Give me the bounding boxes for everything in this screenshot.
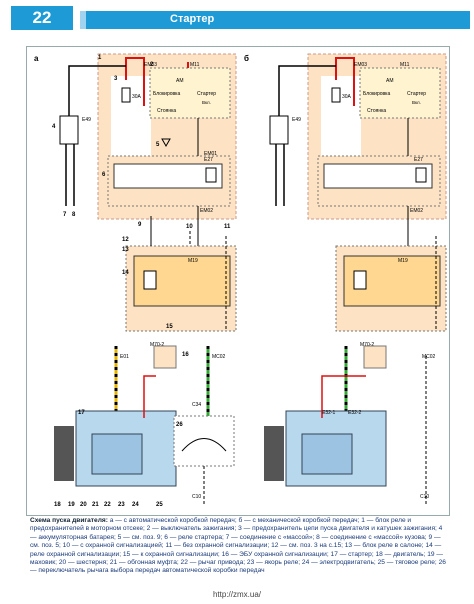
svg-text:12: 12 (122, 237, 129, 243)
svg-text:Вкл.: Вкл. (202, 100, 211, 105)
svg-text:E27: E27 (204, 157, 213, 163)
svg-text:Стартер: Стартер (407, 91, 426, 97)
svg-text:21: 21 (92, 502, 99, 508)
svg-text:M11: M11 (190, 62, 200, 68)
svg-text:Блокировка: Блокировка (153, 91, 180, 97)
svg-text:16: 16 (182, 352, 189, 358)
svg-text:Стоянка: Стоянка (367, 108, 386, 114)
ignition-switch-2 (149, 67, 231, 119)
svg-text:30A: 30A (132, 94, 142, 100)
svg-text:14: 14 (122, 270, 129, 276)
svg-text:24: 24 (132, 502, 139, 508)
svg-text:23: 23 (118, 502, 125, 508)
wiring-diagram: а AM Блокировка Стартер Вкл. Стоянка EM0… (34, 53, 447, 508)
svg-text:1: 1 (98, 55, 102, 61)
svg-text:25: 25 (156, 502, 163, 508)
svg-text:C10: C10 (420, 494, 429, 500)
svg-text:E49: E49 (292, 117, 301, 123)
svg-text:EM02: EM02 (200, 208, 213, 214)
svg-text:EM01: EM01 (204, 151, 217, 157)
diagram-b: б AM Блокировка Стартер Вкл. Стоянка EM0… (244, 53, 447, 504)
svg-text:E01: E01 (120, 354, 129, 360)
svg-text:M70-2: M70-2 (150, 342, 164, 348)
diagram-a: а AM Блокировка Стартер Вкл. Стоянка EM0… (34, 53, 237, 504)
diagram-frame (26, 46, 450, 516)
svg-text:E32-2: E32-2 (348, 410, 362, 416)
svg-text:C10: C10 (192, 494, 201, 500)
svg-text:Стоянка: Стоянка (157, 108, 176, 114)
svg-text:E32-1: E32-1 (322, 410, 336, 416)
svg-text:30A: 30A (342, 94, 352, 100)
svg-text:9: 9 (138, 222, 142, 228)
svg-text:E27: E27 (414, 157, 423, 163)
header-accent (80, 11, 86, 29)
svg-text:EM02: EM02 (410, 208, 423, 214)
section-label-a: а (34, 54, 39, 63)
svg-text:C34: C34 (192, 402, 201, 408)
svg-text:8: 8 (72, 212, 76, 218)
svg-text:22: 22 (104, 502, 111, 508)
caption-lead: Схема пуска двигателя: (30, 517, 108, 524)
svg-text:20: 20 (80, 502, 87, 508)
svg-text:11: 11 (224, 224, 231, 230)
svg-text:M70-2: M70-2 (360, 342, 374, 348)
svg-text:17: 17 (78, 410, 85, 416)
svg-text:EM03: EM03 (144, 62, 157, 68)
svg-text:M19: M19 (188, 258, 198, 264)
svg-text:6: 6 (102, 172, 106, 178)
svg-text:Стартер: Стартер (197, 91, 216, 97)
page-title: Стартер (170, 13, 215, 25)
caption-text: а — с автоматической коробкой передач; б… (30, 517, 446, 575)
svg-text:4: 4 (52, 124, 56, 130)
svg-text:E49: E49 (82, 117, 91, 123)
svg-text:EM03: EM03 (354, 62, 367, 68)
header-bar (80, 11, 470, 29)
svg-text:Вкл.: Вкл. (412, 100, 421, 105)
svg-text:2: 2 (150, 62, 154, 68)
svg-text:3: 3 (114, 76, 118, 82)
svg-text:AM: AM (386, 78, 394, 84)
svg-text:MC02: MC02 (422, 354, 436, 360)
section-label-b: б (244, 54, 249, 63)
svg-text:26: 26 (176, 422, 183, 428)
svg-text:15: 15 (166, 324, 173, 330)
svg-text:13: 13 (122, 247, 129, 253)
figure-caption: Схема пуска двигателя: а — с автоматичес… (30, 517, 450, 576)
page-number: 22 (11, 6, 73, 30)
svg-text:AM: AM (176, 78, 184, 84)
svg-text:M19: M19 (398, 258, 408, 264)
svg-text:MC02: MC02 (212, 354, 226, 360)
svg-text:5: 5 (156, 142, 160, 148)
svg-text:Блокировка: Блокировка (363, 91, 390, 97)
source-url: http://zmx.ua/ (212, 590, 262, 599)
svg-text:10: 10 (186, 224, 193, 230)
svg-text:18: 18 (54, 502, 61, 508)
svg-text:M11: M11 (400, 62, 410, 68)
svg-text:7: 7 (63, 212, 67, 218)
svg-text:19: 19 (68, 502, 75, 508)
